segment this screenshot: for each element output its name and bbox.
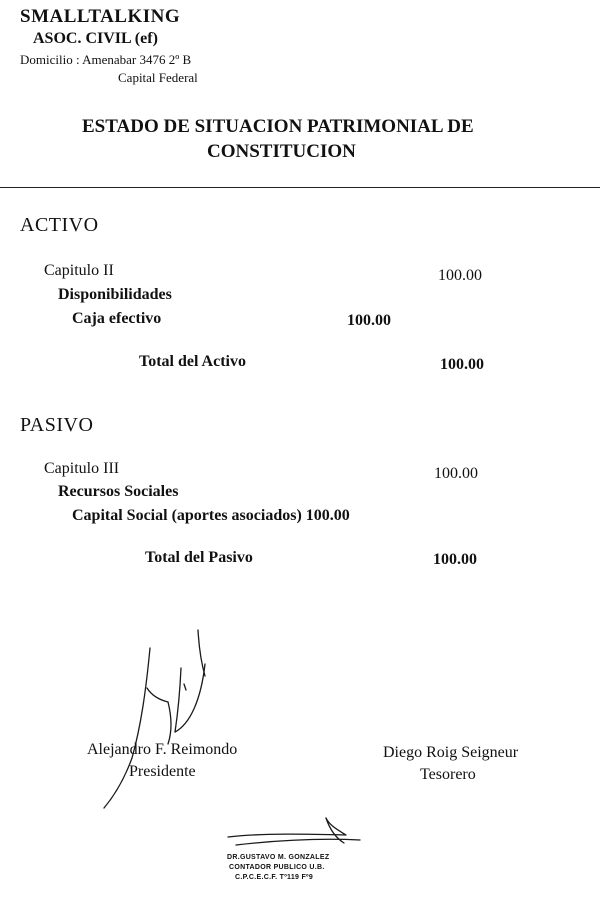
president-role: Presidente — [129, 763, 196, 780]
president-signature-stroke-4 — [174, 667, 182, 733]
organization-city: Capital Federal — [118, 70, 198, 85]
accountant-signature-stroke-1 — [227, 817, 347, 838]
president-signature-stroke-6 — [197, 629, 206, 677]
activo-total-amount: 100.00 — [440, 356, 484, 373]
activo-group-label: Disponibilidades — [58, 286, 172, 303]
pasivo-chapter-label: Capitulo III — [44, 460, 120, 477]
pasivo-total-label: Total del Pasivo — [145, 549, 253, 566]
pasivo-section-title: PASIVO — [20, 414, 94, 436]
president-signature-stroke-5 — [174, 663, 206, 733]
header-divider — [0, 187, 600, 188]
organization-name: SMALLTALKING — [20, 6, 181, 27]
activo-section-title: ACTIVO — [20, 214, 99, 236]
activo-item-amount: 100.00 — [347, 312, 391, 329]
accountant-signature-stroke-3 — [325, 817, 345, 844]
president-signature-stroke-1 — [103, 647, 151, 809]
president-signature-stroke-2 — [146, 687, 169, 703]
pasivo-total-amount: 100.00 — [433, 551, 477, 568]
pasivo-group-label: Recursos Sociales — [58, 483, 179, 500]
treasurer-name: Diego Roig Seigneur — [383, 744, 519, 761]
activo-chapter-amount: 100.00 — [438, 267, 482, 284]
pasivo-item-label: Capital Social (aportes asociados) 100.0… — [72, 507, 350, 524]
pasivo-chapter-amount: 100.00 — [434, 465, 478, 482]
organization-address: Domicilio : Amenabar 3476 2º B — [20, 52, 192, 67]
document-title-line-1: ESTADO DE SITUACION PATRIMONIAL DE — [82, 116, 474, 137]
organization-type: ASOC. CIVIL (ef) — [33, 30, 158, 47]
stamp-line-3: C.P.C.E.C.F. Tº119 Fº9 — [235, 874, 314, 881]
activo-item-label: Caja efectivo — [72, 310, 162, 327]
president-name: Alejandro F. Reimondo — [87, 741, 238, 758]
document-title-line-2: CONSTITUCION — [207, 141, 356, 162]
stamp-line-1: DR.GUSTAVO M. GONZALEZ — [227, 854, 330, 861]
president-signature-stroke-3 — [167, 701, 172, 745]
president-signature-stroke-7 — [183, 683, 187, 691]
accountant-signature-stroke-2 — [235, 838, 361, 846]
treasurer-role: Tesorero — [420, 766, 476, 783]
activo-chapter-label: Capitulo II — [44, 262, 114, 279]
stamp-line-2: CONTADOR PUBLICO U.B. — [229, 864, 325, 871]
activo-total-label: Total del Activo — [139, 353, 246, 370]
